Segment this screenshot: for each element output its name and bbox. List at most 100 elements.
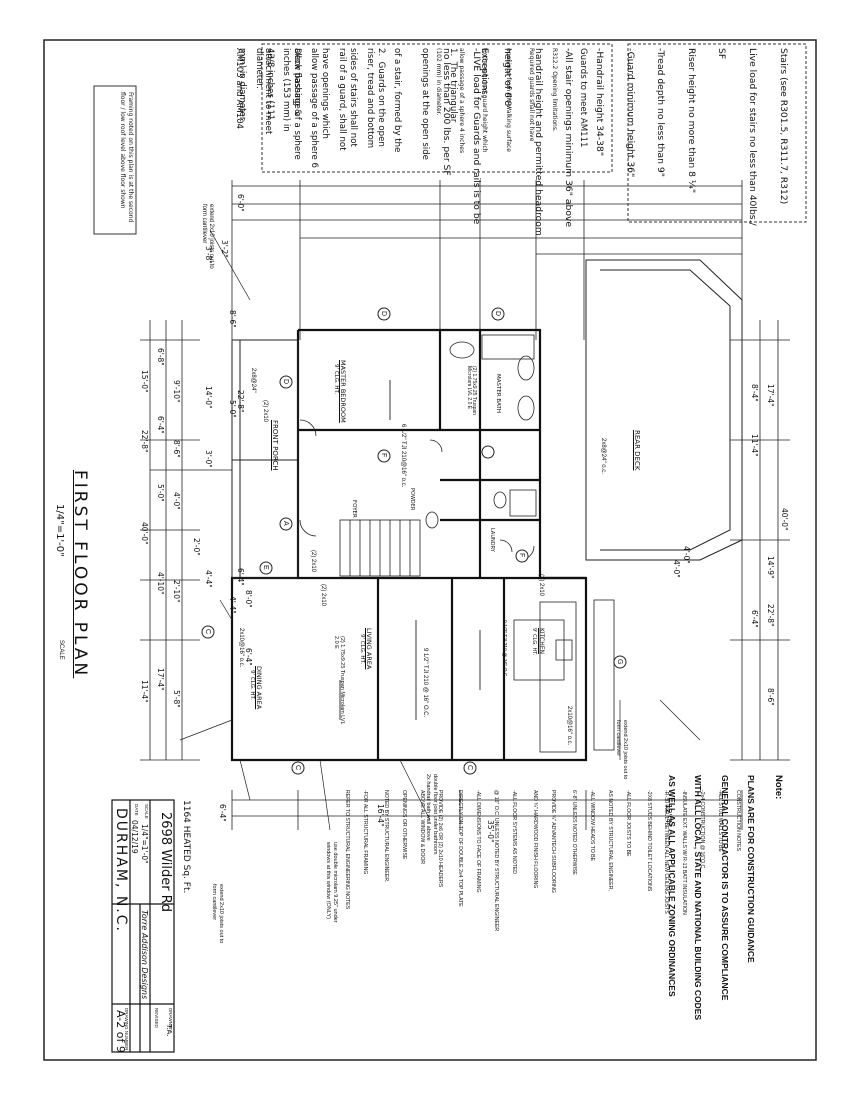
room-label-master-bedroom: MASTER BEDROOM	[339, 360, 347, 423]
dim-label: 15'-0"	[140, 370, 149, 393]
label-revised: REVISED	[154, 1008, 159, 1028]
bath-fixtures	[425, 334, 537, 529]
dim-label: 3'-2"	[220, 240, 229, 258]
date-value: 04/12/19	[130, 820, 139, 854]
dim-label: 16'-4"	[376, 804, 385, 827]
heated-sqft: 1164 HEATED Sq. Ft.	[181, 800, 191, 894]
dim-label: 4'-0"	[172, 492, 181, 510]
dim-label: 12'-4"	[664, 804, 673, 827]
framing-label: 9 1/2" TJI 210 @ 16" O.C.	[422, 648, 428, 718]
dim-label: 5'-0"	[228, 400, 237, 418]
dim-label: 4'-0"	[672, 560, 681, 578]
framing-label: (3) 2x10	[538, 574, 544, 597]
dim-label: 6'-4"	[218, 804, 227, 822]
bottom-dimension-lines	[231, 790, 743, 830]
framing-label: 2x10@16" o.c.	[566, 706, 572, 746]
room-label-living: LIVING AREA	[365, 628, 373, 670]
dim-label: 3'-0"	[204, 450, 213, 468]
sheet-number: A-2 of 9	[114, 1010, 127, 1053]
dim-label: 40'-0"	[140, 522, 149, 545]
stairs	[339, 519, 421, 577]
dim-label: 2'-10"	[172, 580, 181, 603]
grid-bubble-letter: G	[616, 659, 623, 665]
top-dimension-lines	[231, 180, 743, 340]
dim-label: 8'-6"	[228, 310, 237, 328]
dim-label: 3'-8"	[204, 246, 213, 264]
grid-bubble-letter: D	[380, 311, 387, 317]
room-label-laundry: LAUNDRY	[489, 528, 495, 552]
grid-bubble-letter: E	[262, 565, 269, 570]
room-ceiling-kitchen: 9' CLG. HT.	[531, 628, 537, 656]
dim-label: 8'-0"	[244, 590, 253, 608]
framing-label: 9 1/2" TJI 210 @ 16" O.C.	[501, 620, 507, 678]
label-date: DATE	[134, 804, 139, 816]
dim-label: 2'-0"	[192, 538, 201, 556]
dim-label: 40'-0"	[780, 508, 789, 531]
dim-label: 6'-8"	[156, 348, 165, 366]
dim-label: 5'-0"	[156, 484, 165, 502]
grid-bubbles	[201, 307, 627, 775]
room-ceiling-dining: 9' CLG. HT.	[249, 670, 255, 701]
room-label-powder: POWDER	[409, 488, 415, 511]
framing-label: (2) 2x10	[320, 584, 326, 607]
grid-bubble-letter: C	[294, 765, 301, 771]
room-label-dining: DINING AREA	[255, 666, 263, 710]
callout-note: use double microlam 9.25" under windows …	[325, 842, 338, 923]
door-swings	[299, 419, 535, 561]
callout-note: double floor joist under bathroom 2x han…	[425, 774, 438, 855]
project-address: 2698 Wilder Rd	[158, 812, 173, 913]
room-label-foyer: FOYER	[351, 500, 357, 518]
grid-bubble-letter: A	[282, 521, 289, 526]
right-dimension-lines	[730, 320, 790, 761]
room-label-kitchen: KITCHEN	[538, 628, 545, 654]
dim-label: 17'-4"	[156, 668, 165, 691]
grid-bubble-letter: F	[380, 453, 387, 458]
framing-label: (2) 1.75x9.25 Truspan Microlam LVL 2.0 E	[466, 366, 477, 415]
framing-label: (2) 2x10	[262, 400, 268, 423]
grid-bubble-letter: C	[204, 629, 211, 635]
dim-label: 22'-8"	[766, 604, 775, 627]
dim-label: 35'-0"	[486, 820, 495, 843]
dim-label: 4'-0"	[682, 546, 691, 564]
framing-label: (2) 2x10	[310, 550, 316, 573]
scale-value: 1/4"=1'-0"	[140, 824, 149, 864]
grid-bubble-letter: D	[282, 379, 289, 385]
dim-label: 5'-8"	[172, 690, 181, 708]
framing-label: 6 1/2" TJI 210@16" o.c.	[400, 424, 406, 488]
framing-label: 2x8@24" o.c.	[600, 438, 606, 474]
framing-note-box	[93, 85, 137, 235]
leader-lines	[150, 229, 701, 831]
dim-label: 6'-0"	[236, 194, 245, 212]
designer-name: Torre Addison Designs	[140, 910, 149, 1000]
dim-label: 6'-4"	[236, 568, 245, 586]
dim-label: 4'-4"	[204, 570, 213, 588]
grid-bubble-letter: D	[494, 311, 501, 317]
dim-label: 6'-4"	[750, 610, 759, 628]
dim-label: 11'-4"	[140, 680, 149, 703]
callout-note: extend 2x10 joists out to form cantileve…	[211, 884, 224, 944]
guards-notes-box	[261, 43, 613, 173]
label-scale: SCALE	[144, 804, 149, 819]
dim-label: 14'-0"	[204, 386, 213, 409]
dim-label: 22'-8"	[236, 390, 245, 413]
dim-label: 8'-6"	[172, 440, 181, 458]
framing-label: (2) 1.75x9.25 Truspan Microlam LVL 2.0 E	[333, 636, 346, 725]
room-label-master-bath: MASTER BATH	[495, 374, 501, 414]
room-label-front-porch: FRONT PORCH	[271, 420, 279, 471]
dim-label: 6'-4"	[244, 648, 253, 666]
dim-label: 4'-10"	[156, 572, 165, 595]
project-location: DURHAM, N.C.	[113, 808, 129, 933]
callout-note: extend 2x10 joists out to form cantileve…	[615, 720, 628, 780]
sheet-border	[43, 39, 817, 1061]
grid-bubble-letter: C	[466, 765, 473, 771]
dim-label: 4'-4"	[228, 596, 237, 614]
dim-label: 8'-6"	[766, 688, 775, 706]
dim-label: 17'-4"	[766, 384, 775, 407]
kitchen-fixtures	[513, 599, 615, 753]
dim-label: 8'-4"	[750, 384, 759, 402]
left-dimension-lines	[140, 320, 200, 761]
room-ceiling-master: 9' CLG. HT.	[333, 364, 339, 395]
rear-deck	[585, 259, 743, 561]
